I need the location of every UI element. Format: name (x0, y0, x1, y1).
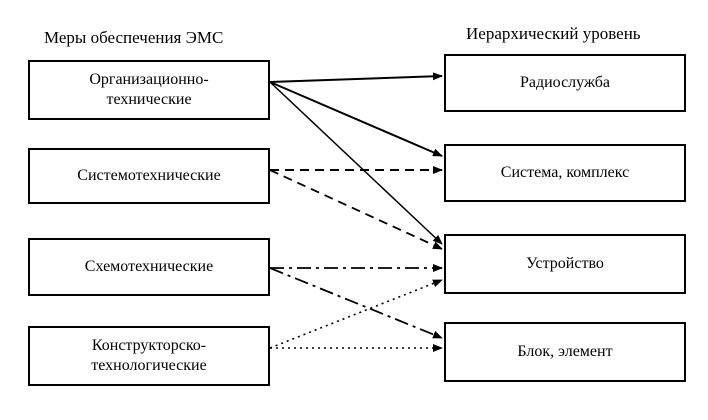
level-box-system-complex: Система, комплекс (444, 144, 686, 202)
measure-label-line2: технологические (91, 357, 207, 374)
level-box-block-element: Блок, элемент (444, 322, 686, 382)
measure-label-line1: Организационно- (89, 71, 209, 88)
level-label: Радиослужба (519, 74, 611, 91)
level-label: Устройство (526, 255, 604, 272)
measure-box-design-technological: Конструкторско- технологические (28, 326, 270, 386)
connector-org-to-device (269, 81, 443, 245)
level-label: Блок, элемент (517, 343, 613, 360)
connector-sch-to-block (269, 267, 443, 339)
level-label: Система, комплекс (500, 164, 630, 181)
measure-box-circuit-engineering: Схемотехнические (28, 238, 270, 296)
measure-box-system-engineering: Системотехнические (28, 148, 270, 204)
measures-heading: Меры обеспечения ЭМС (44, 28, 224, 47)
measure-label-line1: Схемотехнические (84, 258, 214, 275)
measure-label-line2: технические (106, 91, 192, 108)
measure-label-line1: Конструкторско- (91, 337, 207, 354)
level-box-device: Устройство (444, 234, 686, 294)
connector-org-to-system (269, 81, 443, 157)
connector-con-to-device (269, 279, 443, 349)
level-box-radio-service: Радиослужба (444, 54, 686, 112)
connector-sys-to-device (269, 169, 443, 250)
measure-label-line1: Системотехнические (77, 167, 221, 184)
levels-heading: Иерархический уровень (466, 24, 641, 43)
measure-box-organizational-technical: Организационно- технические (28, 60, 270, 120)
connector-org-to-radio (269, 72, 443, 83)
